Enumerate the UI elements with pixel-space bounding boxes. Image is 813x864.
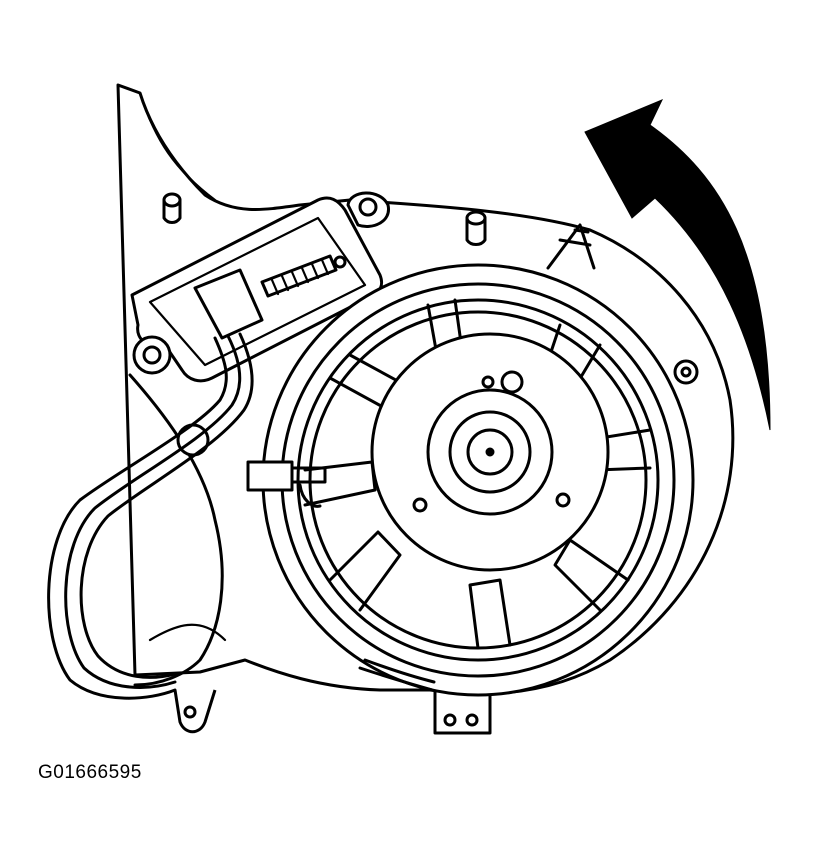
housing-scroll-edge xyxy=(138,91,217,202)
mount-ear-right xyxy=(673,359,699,385)
mount-ear-top xyxy=(346,191,390,228)
mount-post-1 xyxy=(162,192,182,224)
wiring-harness xyxy=(47,332,254,700)
mount-post-2 xyxy=(465,210,487,246)
bottom-tab-right xyxy=(433,690,492,735)
figure-code: G01666595 xyxy=(38,762,142,783)
housing-lower-flange xyxy=(128,373,224,687)
housing-lower-curve xyxy=(148,623,227,642)
resistor-coil xyxy=(260,254,347,298)
motor-lead-wire xyxy=(358,658,436,692)
curved-rotation-arrow-icon xyxy=(584,99,771,431)
resistor-module xyxy=(130,196,384,383)
clip-bracket xyxy=(546,223,596,270)
motor-connector xyxy=(246,460,327,508)
bottom-tab-left xyxy=(173,689,217,734)
blower-motor xyxy=(261,263,695,697)
